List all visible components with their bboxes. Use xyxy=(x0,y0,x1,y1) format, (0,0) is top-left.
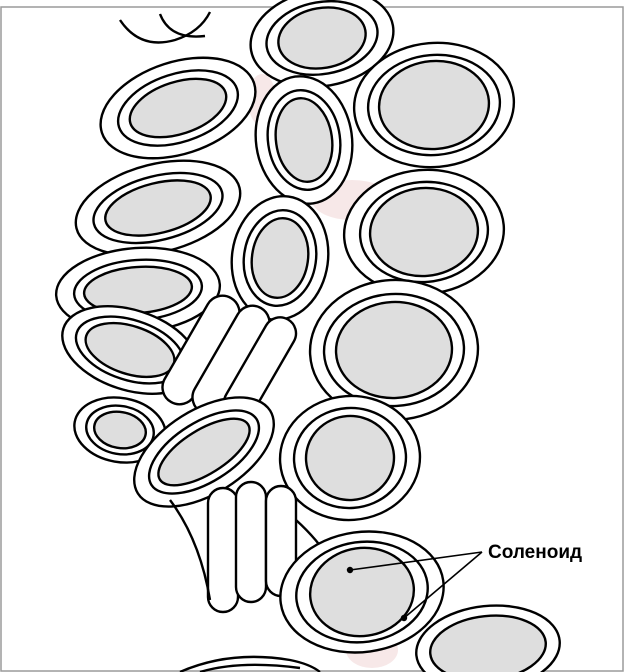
solenoid-label: Соленоид xyxy=(488,542,582,563)
leader-dot xyxy=(347,567,353,573)
leader-dot xyxy=(401,615,407,621)
